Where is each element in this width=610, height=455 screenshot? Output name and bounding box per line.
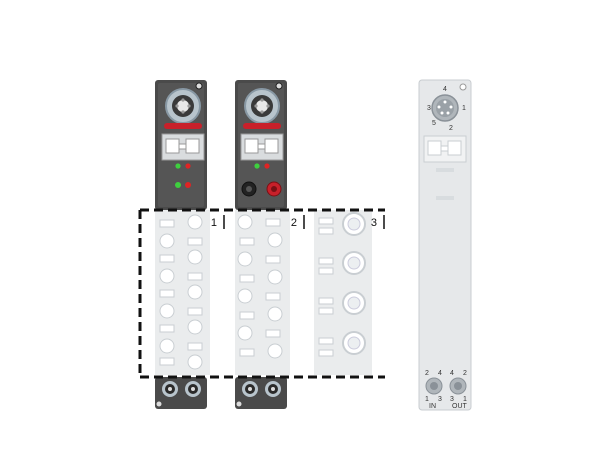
section-label-3: 3 bbox=[371, 215, 385, 229]
svg-text:2: 2 bbox=[463, 370, 467, 377]
led-green-icon bbox=[175, 182, 181, 188]
section-label-1: 1 bbox=[211, 215, 225, 229]
svg-text:3: 3 bbox=[450, 396, 454, 403]
svg-text:4: 4 bbox=[438, 370, 442, 377]
m8-connector-out-icon bbox=[449, 377, 467, 395]
m8-connector-icon bbox=[162, 381, 178, 397]
svg-text:3: 3 bbox=[427, 105, 431, 112]
screw-icon bbox=[275, 82, 283, 90]
red-ring bbox=[164, 123, 202, 129]
screw-icon bbox=[156, 401, 162, 407]
screw-icon bbox=[236, 401, 242, 407]
led-red-icon bbox=[185, 163, 191, 169]
screw-icon bbox=[195, 82, 203, 90]
section-label-2: 2 bbox=[291, 215, 305, 229]
svg-text:1: 1 bbox=[463, 396, 467, 403]
svg-text:3: 3 bbox=[371, 217, 377, 229]
m12-port-icon bbox=[342, 212, 366, 236]
m12-port-icon bbox=[342, 291, 366, 315]
screw-icon bbox=[459, 83, 467, 91]
m8-connector-icon bbox=[242, 381, 258, 397]
led-green-icon bbox=[254, 163, 260, 169]
m12-connector-icon bbox=[165, 88, 201, 124]
svg-text:OUT: OUT bbox=[452, 403, 468, 410]
power-socket-red-icon bbox=[266, 181, 282, 197]
m12-connector-icon bbox=[431, 94, 459, 122]
svg-text:2: 2 bbox=[449, 125, 453, 132]
module-2 bbox=[235, 80, 290, 409]
io-channels bbox=[159, 214, 203, 370]
m8-connector-icon bbox=[265, 381, 281, 397]
module-4-housing bbox=[418, 79, 472, 411]
module-1 bbox=[155, 80, 210, 409]
m12-port-icon bbox=[342, 251, 366, 275]
led-red-icon bbox=[264, 163, 270, 169]
led-red-icon bbox=[185, 182, 191, 188]
led-green-icon bbox=[175, 163, 181, 169]
svg-text:1: 1 bbox=[462, 105, 466, 112]
svg-text:3: 3 bbox=[438, 396, 442, 403]
svg-text:2: 2 bbox=[291, 217, 297, 229]
svg-text:1: 1 bbox=[211, 217, 217, 229]
svg-text:IN: IN bbox=[429, 403, 436, 410]
svg-text:5: 5 bbox=[432, 120, 436, 127]
dashed-frame bbox=[138, 208, 385, 379]
m12-connector-icon bbox=[244, 88, 280, 124]
module-4: 4 3 1 5 2 2 4 1 3 4 2 3 1 IN OUT bbox=[418, 79, 472, 411]
m8-connector-in-icon bbox=[425, 377, 443, 395]
svg-text:2: 2 bbox=[425, 370, 429, 377]
m12-port-icon bbox=[342, 331, 366, 355]
svg-text:4: 4 bbox=[443, 86, 447, 93]
svg-text:4: 4 bbox=[450, 370, 454, 377]
bottom-connector-pin-labels: 2 4 1 3 4 2 3 1 IN OUT bbox=[425, 370, 468, 410]
m8-connector-icon bbox=[185, 381, 201, 397]
io-channels bbox=[237, 214, 283, 359]
module-3-body bbox=[314, 210, 372, 375]
top-connector-pin-labels: 4 3 1 5 2 bbox=[427, 86, 466, 132]
power-socket-icon bbox=[241, 181, 257, 197]
red-ring bbox=[243, 123, 281, 129]
svg-text:1: 1 bbox=[425, 396, 429, 403]
